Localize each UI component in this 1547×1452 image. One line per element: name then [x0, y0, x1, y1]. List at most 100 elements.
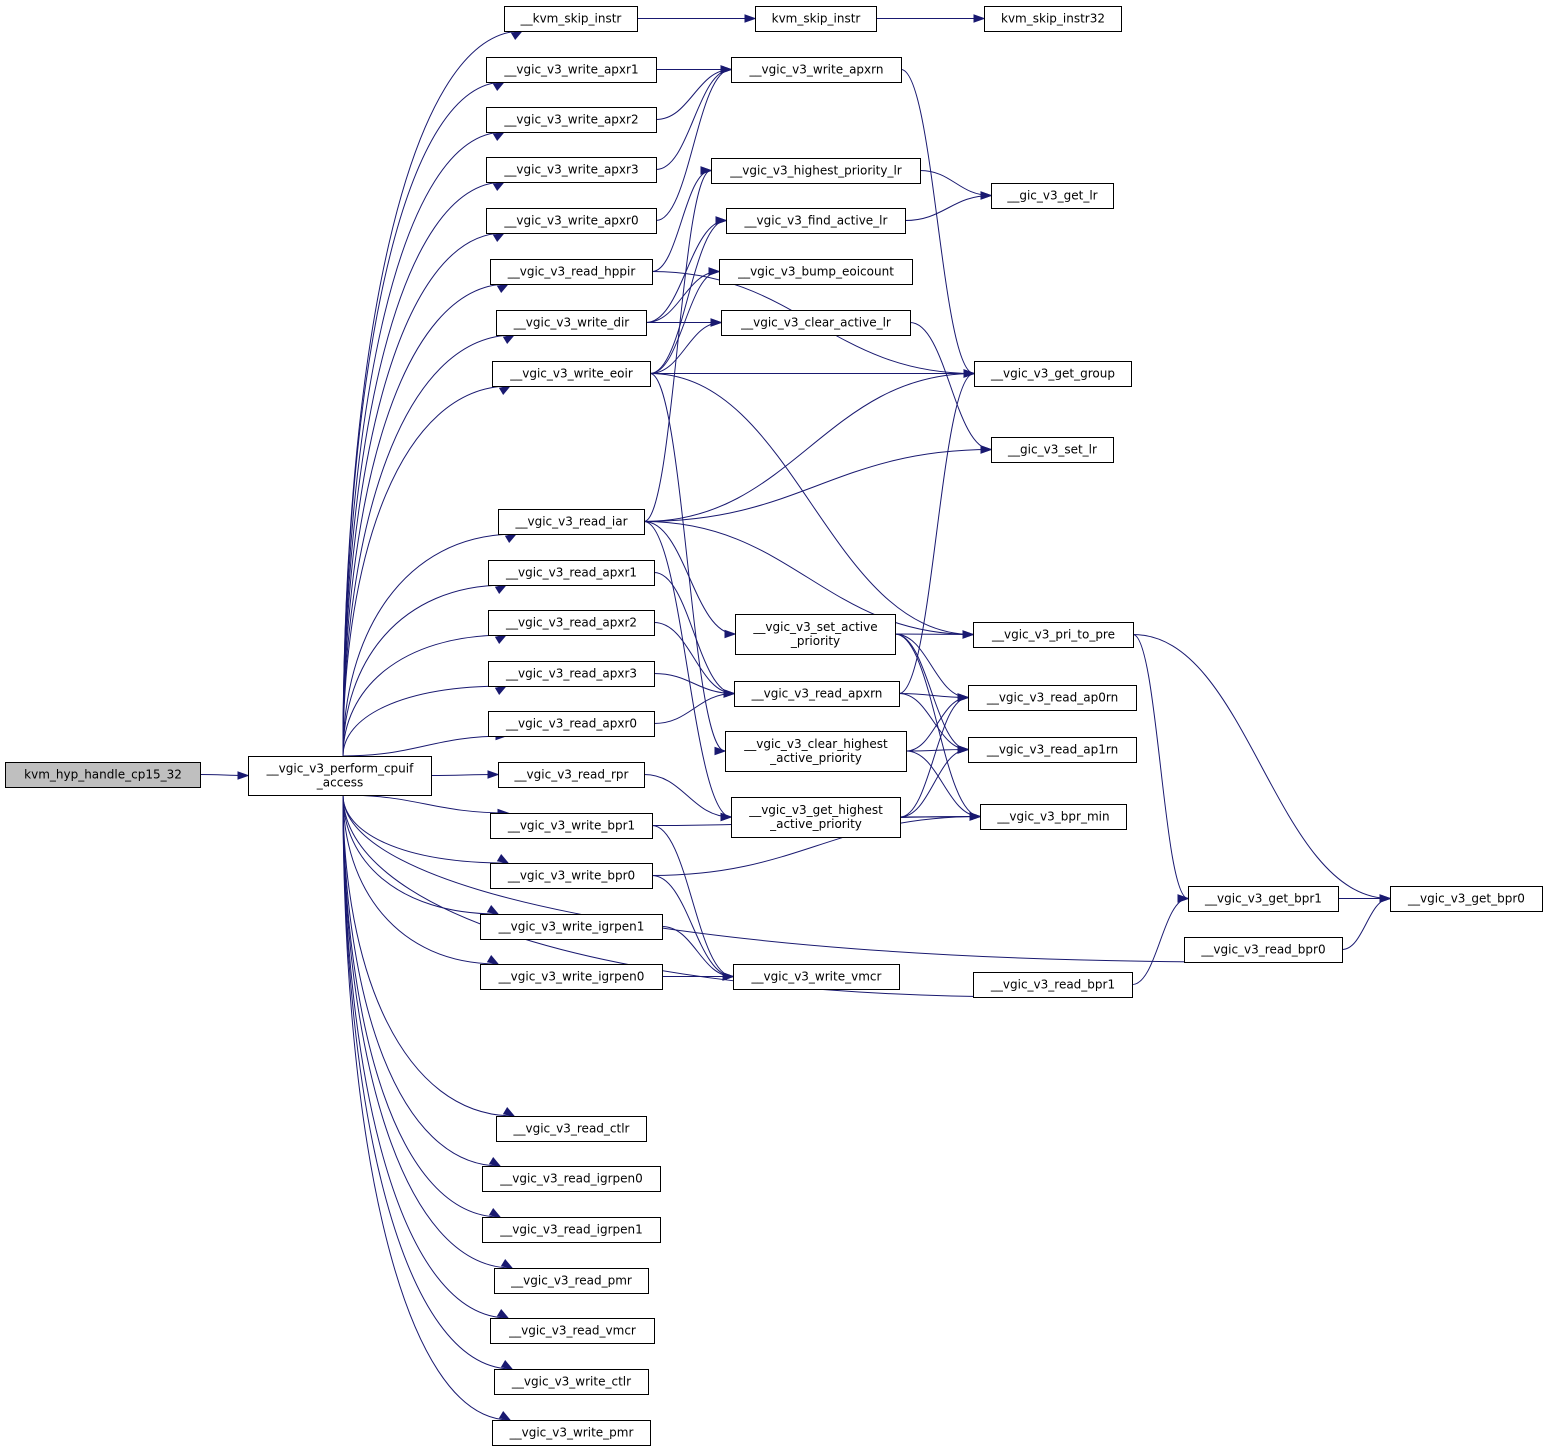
node-box [494, 1268, 649, 1294]
edge-line [342, 685, 507, 757]
node-read-ap1rn[interactable]: __vgic_v3_read_ap1rn [968, 737, 1137, 763]
node-read-apxr0[interactable]: __vgic_v3_read_apxr0 [488, 711, 655, 737]
node-label: __vgic_v3_write_apxr1 [503, 63, 638, 77]
node-read-ctlr[interactable]: __vgic_v3_read_ctlr [496, 1116, 647, 1142]
node-write-bpr1[interactable]: __vgic_v3_write_bpr1 [490, 813, 653, 839]
edge-perform-cpuif-access-to-read-apxr3 [342, 685, 508, 757]
node-write-apxr3[interactable]: __vgic_v3_write_apxr3 [486, 157, 657, 183]
node-label: _active_priority [769, 751, 862, 765]
edge-line [342, 794, 499, 965]
node-bpr-min[interactable]: __vgic_v3_bpr_min [980, 804, 1127, 830]
edge-line [1132, 634, 1189, 899]
edge-line [342, 794, 499, 915]
node-box [490, 1318, 655, 1344]
node-label: __vgic_v3_write_igrpen0 [498, 970, 645, 984]
node-box [984, 6, 1122, 32]
node-get-highest-active-priority[interactable]: __vgic_v3_get_highest_active_priority [731, 797, 901, 838]
node-clear-highest-active-priority[interactable]: __vgic_v3_clear_highest_active_priority [725, 731, 907, 772]
arrowhead [502, 1106, 516, 1117]
node-read-pmr[interactable]: __vgic_v3_read_pmr [494, 1268, 649, 1294]
node-box [725, 731, 907, 772]
node-get-bpr1[interactable]: __vgic_v3_get_bpr1 [1188, 886, 1339, 912]
node-read-igrpen1[interactable]: __vgic_v3_read_igrpen1 [482, 1217, 661, 1243]
node-label: __vgic_v3_write_apxrn [749, 63, 884, 77]
edge-line [894, 633, 974, 635]
edge-line [909, 322, 992, 450]
edge-line [655, 69, 732, 120]
node-read-iar[interactable]: __vgic_v3_read_iar [498, 509, 645, 535]
node-write-apxrn[interactable]: __vgic_v3_write_apxrn [731, 57, 902, 83]
node-write-dir[interactable]: __vgic_v3_write_dir [496, 310, 647, 336]
edge-perform-cpuif-access-to-read-vmcr [342, 794, 510, 1319]
arrowhead [722, 972, 735, 981]
node-bump-eoicount[interactable]: __vgic_v3_bump_eoicount [719, 259, 913, 285]
node-box [504, 6, 638, 32]
node-read-igrpen0[interactable]: __vgic_v3_read_igrpen0 [482, 1166, 661, 1192]
node-find-active-lr[interactable]: __vgic_v3_find_active_lr [726, 208, 906, 234]
node-label: __vgic_v3_bump_eoicount [737, 265, 894, 279]
node-write-apxr2[interactable]: __vgic_v3_write_apxr2 [486, 107, 657, 133]
node-write-eoir[interactable]: __vgic_v3_write_eoir [492, 361, 651, 387]
node-label: __vgic_v3_read_iar [514, 515, 627, 529]
node-read-apxr2[interactable]: __vgic_v3_read_apxr2 [488, 610, 655, 636]
node-box [498, 509, 645, 535]
node-write-pmr[interactable]: __vgic_v3_write_pmr [492, 1420, 651, 1446]
edge-write-bpr0-to-bpr-min [651, 812, 982, 876]
arrowhead [957, 745, 970, 754]
edge-read-apxr1-to-read-apxrn [653, 572, 736, 698]
node-box [486, 157, 657, 183]
node-write-apxr0[interactable]: __vgic_v3_write_apxr0 [486, 208, 657, 234]
node-read-hppir[interactable]: __vgic_v3_read_hppir [490, 259, 653, 285]
node-highest-priority-lr[interactable]: __vgic_v3_highest_priority_lr [711, 158, 921, 184]
arrowhead [498, 1410, 512, 1421]
node-perform-cpuif-access[interactable]: __vgic_v3_perform_cpuif_access [248, 756, 432, 796]
node-write-ctlr[interactable]: __vgic_v3_write_ctlr [494, 1369, 649, 1395]
edge-write-apxr0-to-write-apxrn [655, 65, 733, 221]
edge-line [342, 334, 515, 757]
node-read-apxrn[interactable]: __vgic_v3_read_apxrn [734, 681, 900, 707]
edge-line [1131, 898, 1189, 985]
node-read-vmcr[interactable]: __vgic_v3_read_vmcr [490, 1318, 655, 1344]
node-write-igrpen1[interactable]: __vgic_v3_write_igrpen1 [480, 914, 663, 940]
edge-line [649, 373, 726, 752]
node-read-apxr1[interactable]: __vgic_v3_read_apxr1 [488, 560, 655, 586]
edge-line [643, 521, 974, 635]
arrowhead [498, 385, 512, 396]
edge-line [342, 794, 1244, 963]
edge-read-iar-to-highest-priority-lr [643, 166, 713, 522]
node-label: __vgic_v3_write_apxr3 [503, 163, 638, 177]
node-box [968, 685, 1137, 711]
edge-line [342, 794, 515, 1117]
edge-write-eoir-to-clear-active-lr [649, 318, 723, 374]
node-pri-to-pre[interactable]: __vgic_v3_pri_to_pre [973, 622, 1134, 648]
node-read-bpr0[interactable]: __vgic_v3_read_bpr0 [1184, 937, 1343, 963]
arrowhead [708, 267, 721, 276]
node-write-bpr0[interactable]: __vgic_v3_write_bpr0 [490, 863, 653, 889]
node-kvm-skip-instr[interactable]: kvm_skip_instr [755, 6, 877, 32]
node-get-group[interactable]: __vgic_v3_get_group [974, 361, 1132, 387]
node-write-igrpen0[interactable]: __vgic_v3_write_igrpen0 [480, 964, 663, 990]
node-read-bpr1[interactable]: __vgic_v3_read_bpr1 [973, 972, 1133, 998]
node-kvm-hyp-handle-cp15-32[interactable]: kvm_hyp_handle_cp15_32 [5, 762, 201, 788]
node-clear-active-lr[interactable]: __vgic_v3_clear_active_lr [721, 310, 911, 336]
node-write-vmcr[interactable]: __vgic_v3_write_vmcr [733, 964, 900, 990]
edge-line [342, 634, 507, 757]
node-box [494, 1369, 649, 1395]
node-set-active-priority[interactable]: __vgic_v3_set_active_priority [735, 614, 896, 655]
node-gic-set-lr[interactable]: __gic_v3_set_lr [991, 437, 1114, 463]
edge-line [651, 816, 981, 876]
node-gic-get-lr[interactable]: __gic_v3_get_lr [991, 183, 1114, 209]
node-get-bpr0[interactable]: __vgic_v3_get_bpr0 [1390, 886, 1543, 912]
node-read-apxr3[interactable]: __vgic_v3_read_apxr3 [488, 661, 655, 687]
node-read-ap0rn[interactable]: __vgic_v3_read_ap0rn [968, 685, 1137, 711]
arrowhead [496, 283, 510, 294]
node-box [731, 57, 902, 83]
node-read-rpr[interactable]: __vgic_v3_read_rpr [498, 762, 645, 788]
node-kvm-skip-instr[interactable]: __kvm_skip_instr [504, 6, 638, 32]
edge-line [653, 622, 735, 694]
node-write-apxr1[interactable]: __vgic_v3_write_apxr1 [486, 57, 657, 83]
arrowhead [502, 334, 516, 345]
edge-kvm-skip-instr-to-kvm-skip-instr32 [876, 14, 986, 23]
edge-perform-cpuif-access-to-read-pmr [342, 794, 514, 1269]
node-kvm-skip-instr32[interactable]: kvm_skip_instr32 [984, 6, 1122, 32]
